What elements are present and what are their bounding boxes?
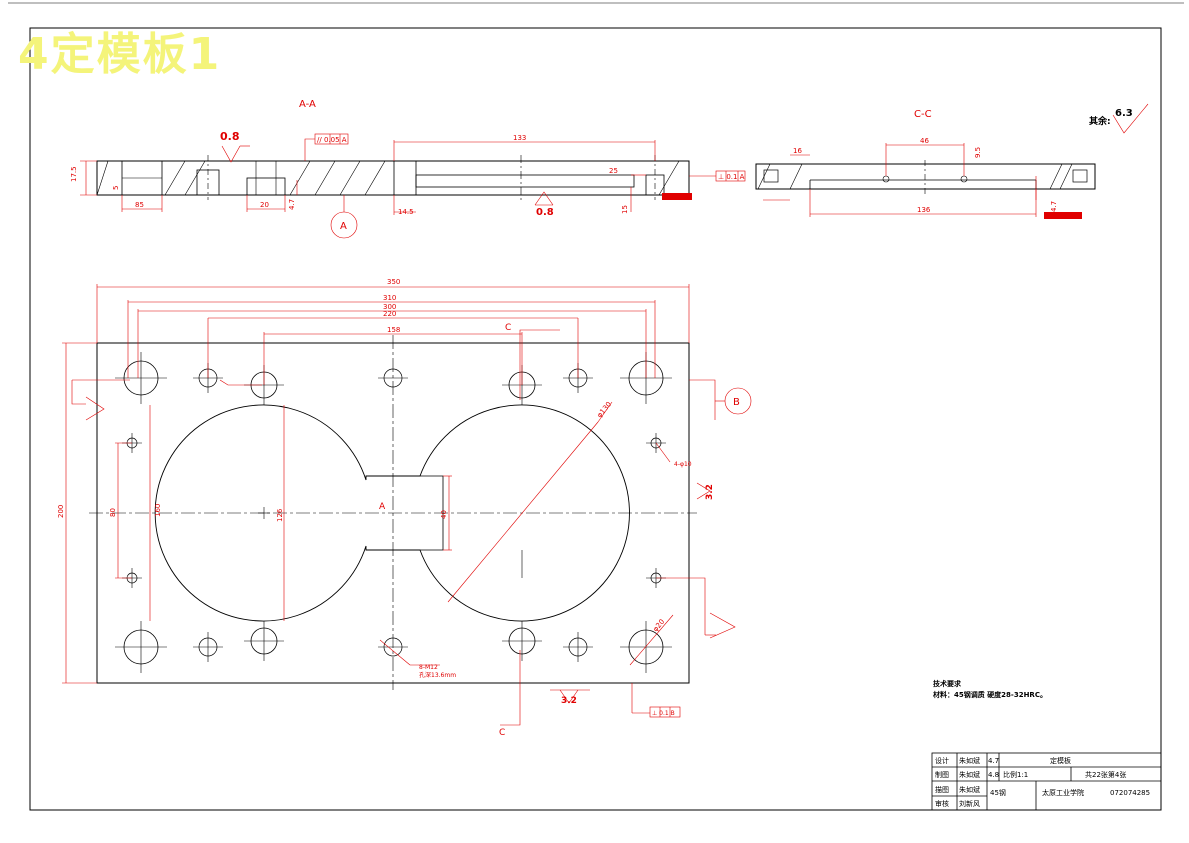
holes-note-2: 孔深13.6mm bbox=[419, 671, 456, 679]
tb-sheet: 共22张第4张 bbox=[1085, 770, 1126, 779]
dim-cc-47: 4.7 bbox=[1050, 201, 1058, 212]
dim-aa-145: 14.5 bbox=[398, 208, 414, 216]
view-a-marker: A bbox=[340, 221, 347, 232]
dim-cc-95: 9.5 bbox=[974, 147, 982, 158]
tb-code: 072074285 bbox=[1110, 789, 1150, 797]
section-c-top: C bbox=[505, 323, 511, 333]
dim-main-200: 200 bbox=[57, 505, 65, 518]
dim-cc-16: 16 bbox=[793, 147, 802, 155]
dim-main-158: 158 bbox=[387, 326, 400, 334]
section-aa: A-A bbox=[70, 99, 746, 239]
tb-r2c1: 制图 bbox=[935, 770, 949, 779]
tb-r3c1: 描图 bbox=[935, 785, 949, 794]
hole-phi-note: 4-φ10 bbox=[674, 461, 692, 468]
view-b-marker: B bbox=[733, 397, 740, 408]
tech-requirements: 技术要求 材料：45钢调质 硬度28-32HRC。 bbox=[932, 679, 1047, 699]
tb-r4c2: 刘新风 bbox=[959, 799, 980, 808]
sheet-border bbox=[29, 27, 1162, 811]
plan-view: 350 310 300 220 158 200 80 160 126 40 φ1… bbox=[57, 278, 752, 738]
dim-main-phi: φ130 bbox=[595, 400, 613, 419]
tech-req-line1: 材料：45钢调质 硬度28-32HRC。 bbox=[932, 690, 1047, 699]
tb-r4c1: 审核 bbox=[935, 799, 949, 808]
dim-aa-133: 133 bbox=[513, 134, 526, 142]
tb-r1c1: 设计 bbox=[935, 756, 949, 765]
dim-main-160: 160 bbox=[154, 504, 162, 517]
tb-part-name: 定模板 bbox=[1050, 756, 1071, 765]
dim-main-220: 220 bbox=[383, 310, 396, 318]
section-cc-label: C-C bbox=[914, 109, 932, 120]
dim-main-126: 126 bbox=[276, 508, 284, 522]
dim-aa-15: 15 bbox=[621, 205, 629, 214]
tol-perp-aa: ⊥ 0.1 A bbox=[718, 173, 745, 181]
dim-cc-136: 136 bbox=[917, 206, 931, 214]
roughness-center-bottom: 0.8 bbox=[536, 207, 554, 218]
title-block bbox=[931, 752, 1162, 811]
tb-r2c3: 4.8 bbox=[988, 771, 999, 779]
section-cc: C-C 46 16 136 9.5 bbox=[755, 103, 1149, 219]
tech-req-title: 技术要求 bbox=[933, 679, 962, 688]
dim-aa-85: 85 bbox=[135, 201, 144, 209]
title-block-text: 设计 朱如斌 4.7 定模板 制图 朱如斌 4.8 比例1:1 共22张第4张 … bbox=[935, 756, 1150, 808]
tb-r2c2: 朱如斌 bbox=[959, 770, 980, 779]
roughness-bottom: 3.2 bbox=[561, 696, 577, 706]
tb-r3c2: 朱如斌 bbox=[959, 785, 980, 794]
holes-note-1: 8-M12 bbox=[419, 664, 438, 671]
dim-main-350: 350 bbox=[387, 278, 400, 286]
tol-perp-bottom: ⊥ 0.1 B bbox=[652, 710, 675, 717]
tb-material: 45钢 bbox=[990, 788, 1006, 797]
dim-main-phi20: φ20 bbox=[651, 618, 666, 634]
tb-school: 太原工业学院 bbox=[1042, 788, 1084, 797]
dim-main-310: 310 bbox=[383, 294, 396, 302]
dim-aa-47: 4.7 bbox=[288, 199, 296, 210]
dim-aa-20: 20 bbox=[260, 201, 269, 209]
dim-cc-46: 46 bbox=[920, 137, 929, 145]
section-aa-label: A-A bbox=[299, 99, 316, 110]
watermark-title: 4定模板1 bbox=[18, 29, 222, 80]
roughness-general-prefix: 其余: bbox=[1089, 115, 1111, 127]
roughness-general-value: 6.3 bbox=[1115, 108, 1133, 119]
tb-r1c3: 4.7 bbox=[988, 757, 999, 765]
tb-scale: 比例1:1 bbox=[1003, 770, 1028, 779]
section-c-bottom: C bbox=[499, 728, 505, 738]
dim-aa-25: 25 bbox=[609, 167, 618, 175]
roughness-right-side: 3.2 bbox=[705, 484, 715, 500]
dim-main-40: 40 bbox=[440, 510, 448, 519]
roughness-top-left: 0.8 bbox=[220, 130, 240, 143]
dim-aa-5: 5 bbox=[112, 186, 120, 190]
center-a-label: A bbox=[379, 502, 386, 512]
tol-parallel-top: // 0.05 A bbox=[317, 136, 347, 144]
dim-main-300: 300 bbox=[383, 303, 396, 311]
dim-aa-thickness: 17.5 bbox=[70, 166, 78, 182]
dim-main-80: 80 bbox=[109, 508, 117, 517]
tb-r1c2: 朱如斌 bbox=[959, 756, 980, 765]
